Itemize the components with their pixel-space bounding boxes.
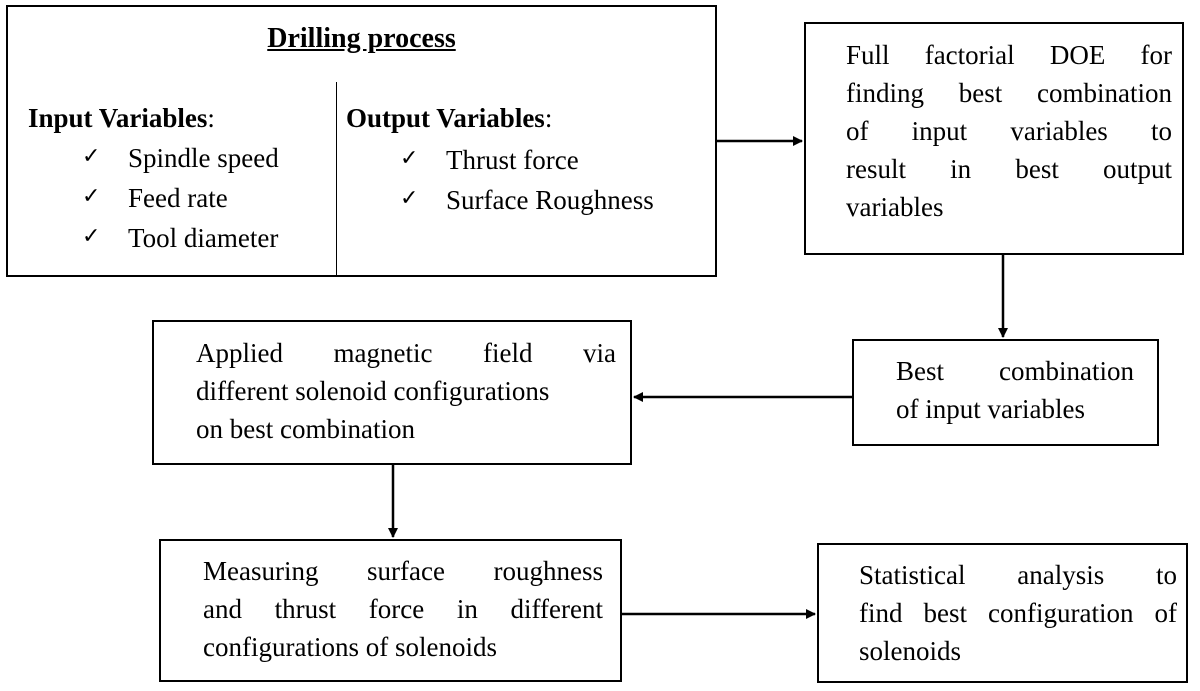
magnetic-field-box: Applied magnetic field via different sol… <box>152 320 632 465</box>
statistical-analysis-line: find best configuration of <box>859 598 1177 628</box>
magnetic-field-line: on best combination <box>196 414 415 444</box>
magnetic-field-line: Applied magnetic field via <box>196 338 616 368</box>
input-item-tool-diameter: Tool diameter <box>128 223 279 253</box>
input-variables-heading: Input Variables: <box>28 103 215 133</box>
input-item-feed-rate: Feed rate <box>128 183 228 213</box>
output-item-surface-roughness: Surface Roughness <box>446 185 654 215</box>
measuring-line: and thrust force in different <box>203 594 603 624</box>
column-divider <box>336 82 337 276</box>
doe-line: Full factorial DOE for <box>846 40 1172 70</box>
doe-line: result in best output <box>846 154 1172 184</box>
magnetic-field-text: Applied magnetic field via different sol… <box>196 334 616 448</box>
drilling-process-title: Drilling process <box>267 23 456 54</box>
magnetic-field-line: different solenoid configurations <box>196 376 550 406</box>
doe-line: finding best combination <box>846 78 1172 108</box>
best-combination-line: of input variables <box>896 394 1085 424</box>
doe-line: variables <box>846 192 944 222</box>
check-icon: ✓ <box>82 184 101 209</box>
doe-line: of input variables to <box>846 116 1172 146</box>
doe-box: Full factorial DOE for finding best comb… <box>804 22 1184 255</box>
input-item-spindle-speed: Spindle speed <box>128 143 279 173</box>
statistical-analysis-box: Statistical analysis to find best config… <box>817 543 1188 683</box>
measuring-line: Measuring surface roughness <box>203 556 603 586</box>
measuring-box: Measuring surface roughness and thrust f… <box>159 539 622 682</box>
check-icon: ✓ <box>82 224 101 249</box>
doe-text: Full factorial DOE for finding best comb… <box>846 36 1172 226</box>
best-combination-line: Best combination <box>896 356 1134 386</box>
output-variables-heading: Output Variables: <box>346 103 553 133</box>
statistical-analysis-line: solenoids <box>859 636 962 666</box>
input-variables-heading-text: Input Variables <box>28 103 208 133</box>
drilling-process-box: Drilling process Input Variables: ✓ Spin… <box>6 5 717 277</box>
check-icon: ✓ <box>82 144 101 169</box>
output-variables-heading-text: Output Variables <box>346 103 545 133</box>
measuring-text: Measuring surface roughness and thrust f… <box>203 552 603 666</box>
best-combination-box: Best combination of input variables <box>852 339 1159 446</box>
statistical-analysis-line: Statistical analysis to <box>859 560 1177 590</box>
statistical-analysis-text: Statistical analysis to find best config… <box>859 556 1177 670</box>
measuring-line: configurations of solenoids <box>203 632 497 662</box>
check-icon: ✓ <box>400 186 419 211</box>
check-icon: ✓ <box>400 146 419 171</box>
best-combination-text: Best combination of input variables <box>896 352 1134 428</box>
output-item-thrust-force: Thrust force <box>446 145 579 175</box>
